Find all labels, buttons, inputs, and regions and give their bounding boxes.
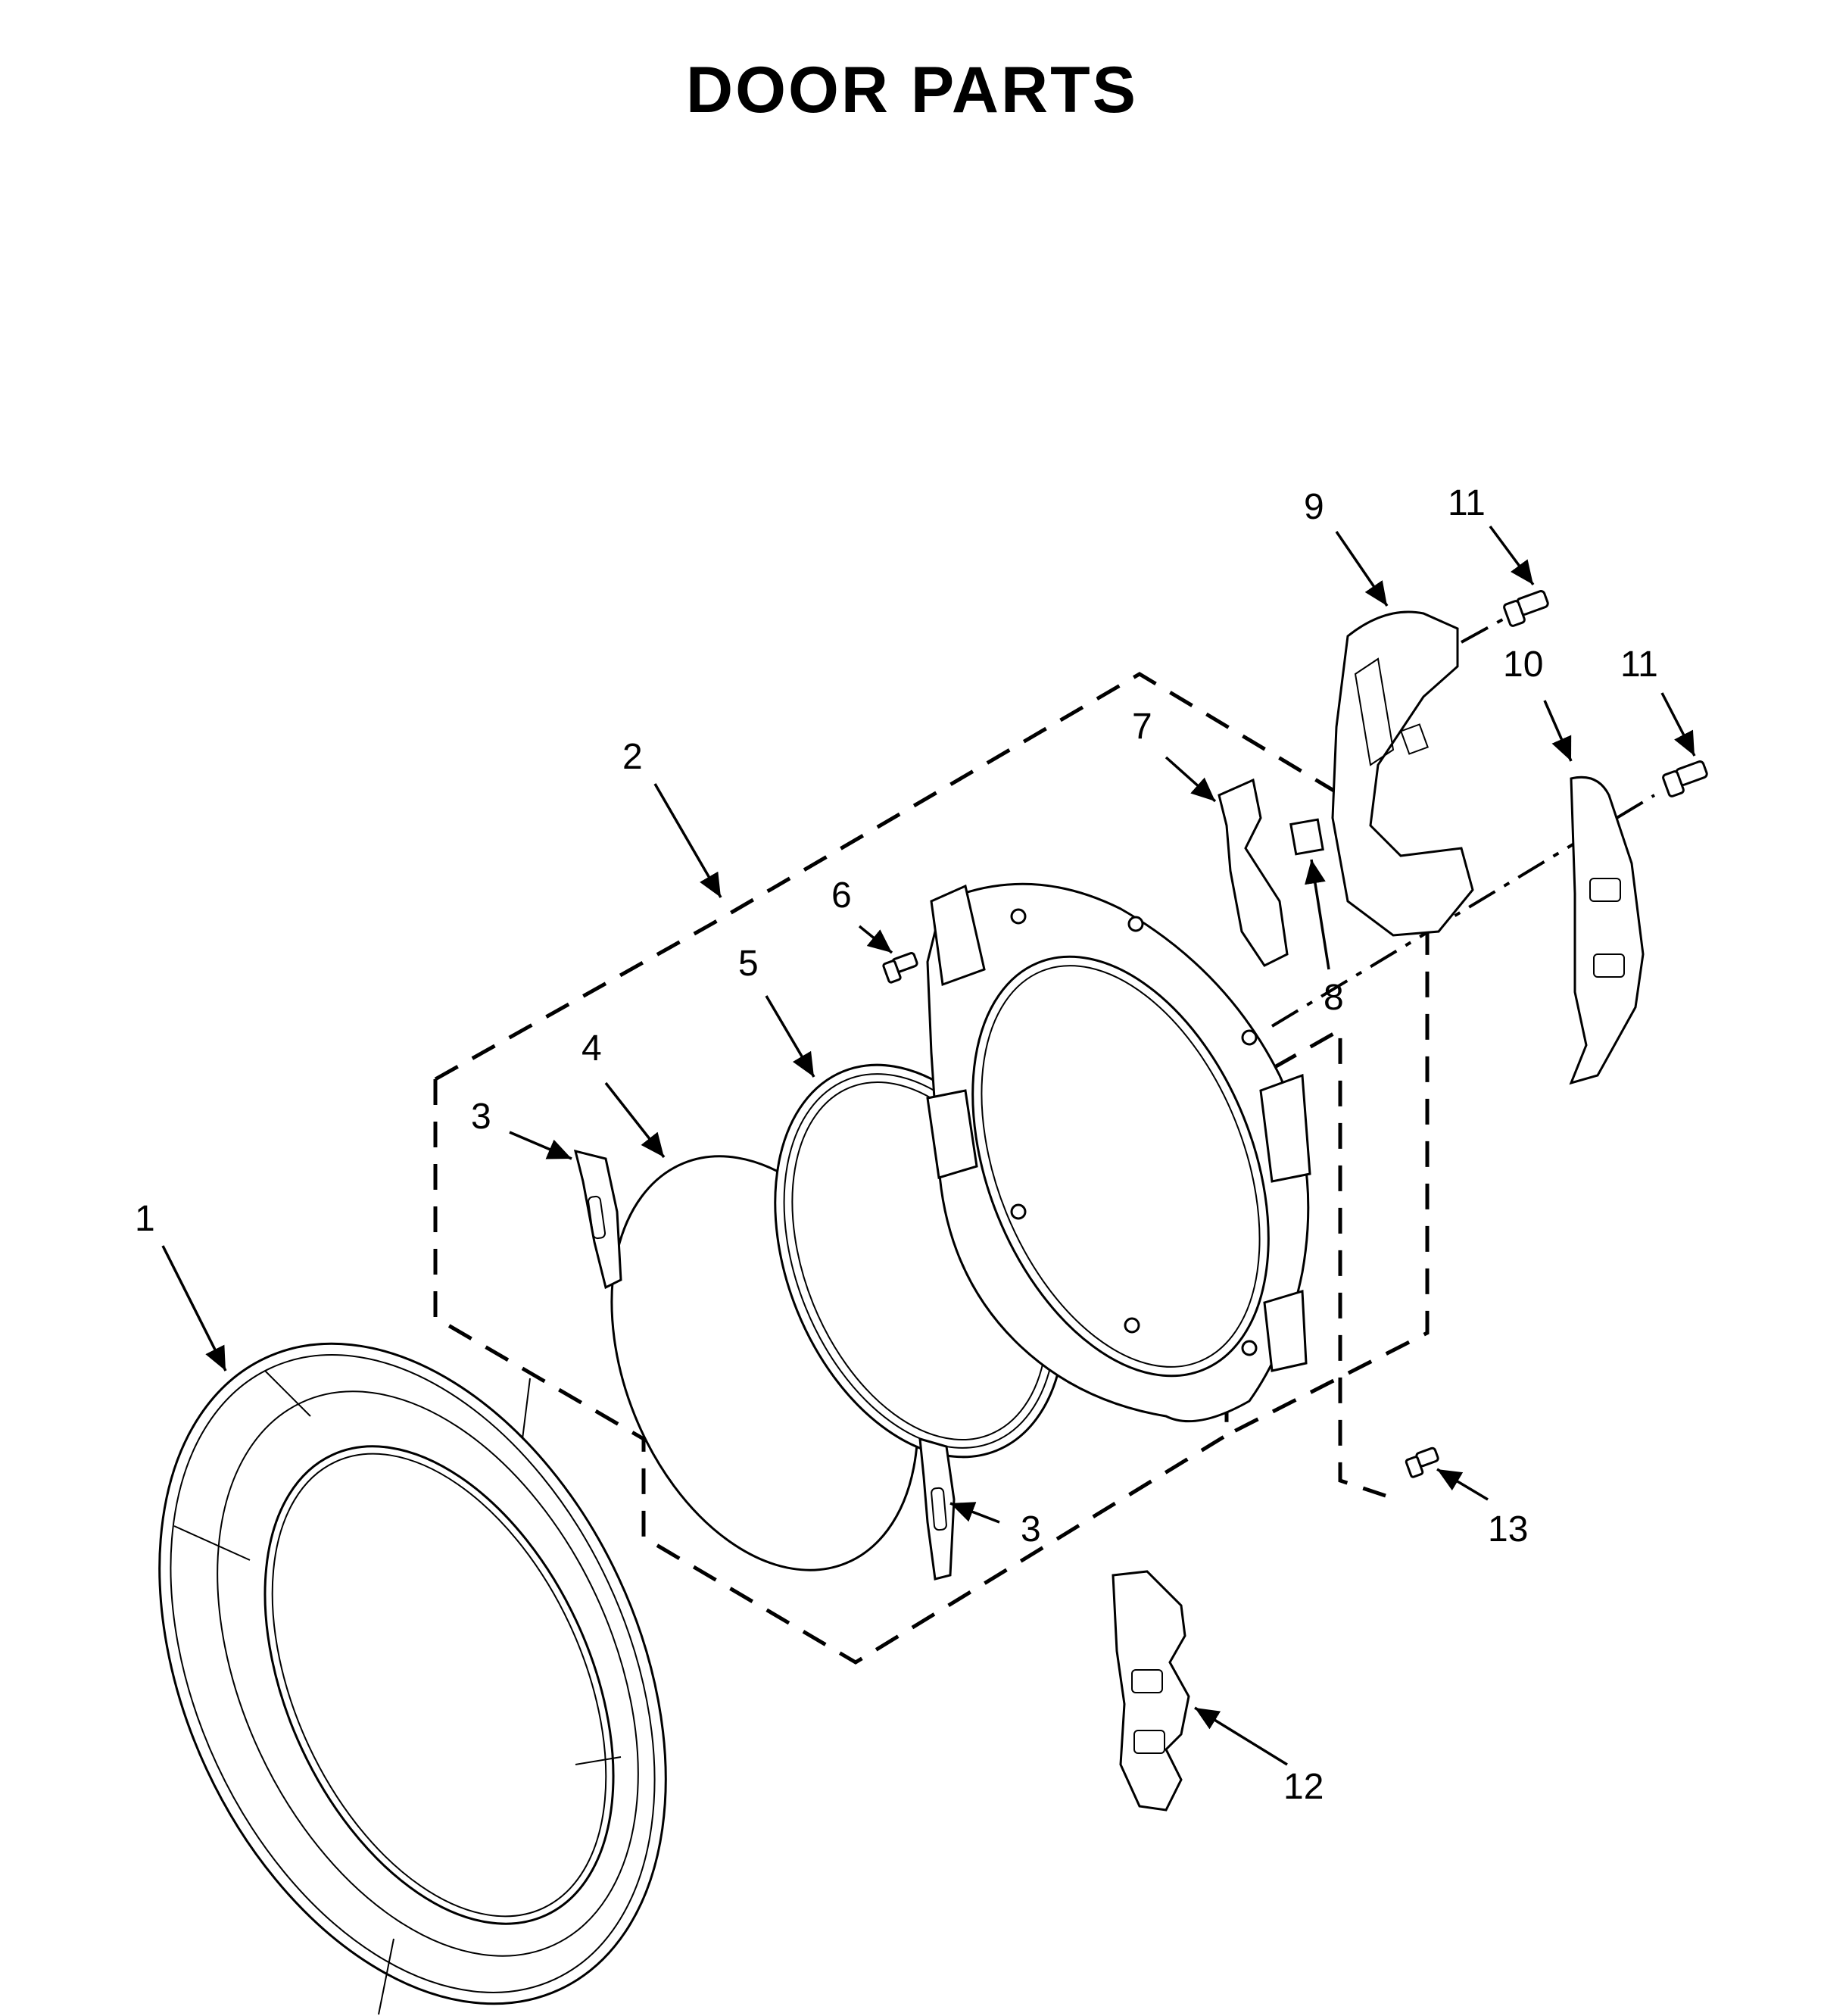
part-hinge-cover-lower [918,1437,956,1581]
part-screw-13 [1405,1446,1439,1478]
part-door-hinge [1112,1570,1190,1812]
callout-6: 6 [831,875,852,916]
callout-5: 5 [738,944,759,984]
callout-3-upper: 3 [471,1097,491,1137]
callout-labels: 1 2 3 3 4 5 6 7 8 9 10 11 11 12 13 [135,483,1658,1807]
leader-lines [161,525,1696,1766]
callout-4: 4 [581,1028,602,1069]
part-screw-6 [882,952,918,984]
callout-2: 2 [622,737,643,777]
part-hinge-bracket [1218,778,1289,967]
part-screw-11-upper [1503,590,1549,627]
screw-axis-line [1461,616,1508,644]
callout-9: 9 [1304,487,1324,527]
callout-12: 12 [1283,1767,1324,1807]
part-handle-insert [1569,776,1645,1085]
page-title: DOOR PARTS [686,54,1138,126]
part-outer-door-ring [158,1342,667,2015]
callout-10: 10 [1503,644,1543,685]
callout-3-lower: 3 [1021,1509,1041,1549]
callout-8: 8 [1324,978,1344,1018]
callout-1: 1 [135,1199,155,1239]
callout-11-lower: 11 [1620,644,1658,685]
callout-7: 7 [1132,707,1152,747]
part-screw-11-lower [1662,760,1708,797]
callout-13: 13 [1488,1509,1528,1549]
part-clip [1289,818,1324,856]
callout-11-upper: 11 [1448,483,1486,523]
part-door-handle [1331,610,1474,937]
part-inner-door-frame [926,882,1311,1423]
part-hinge-cover-upper [573,1149,622,1290]
